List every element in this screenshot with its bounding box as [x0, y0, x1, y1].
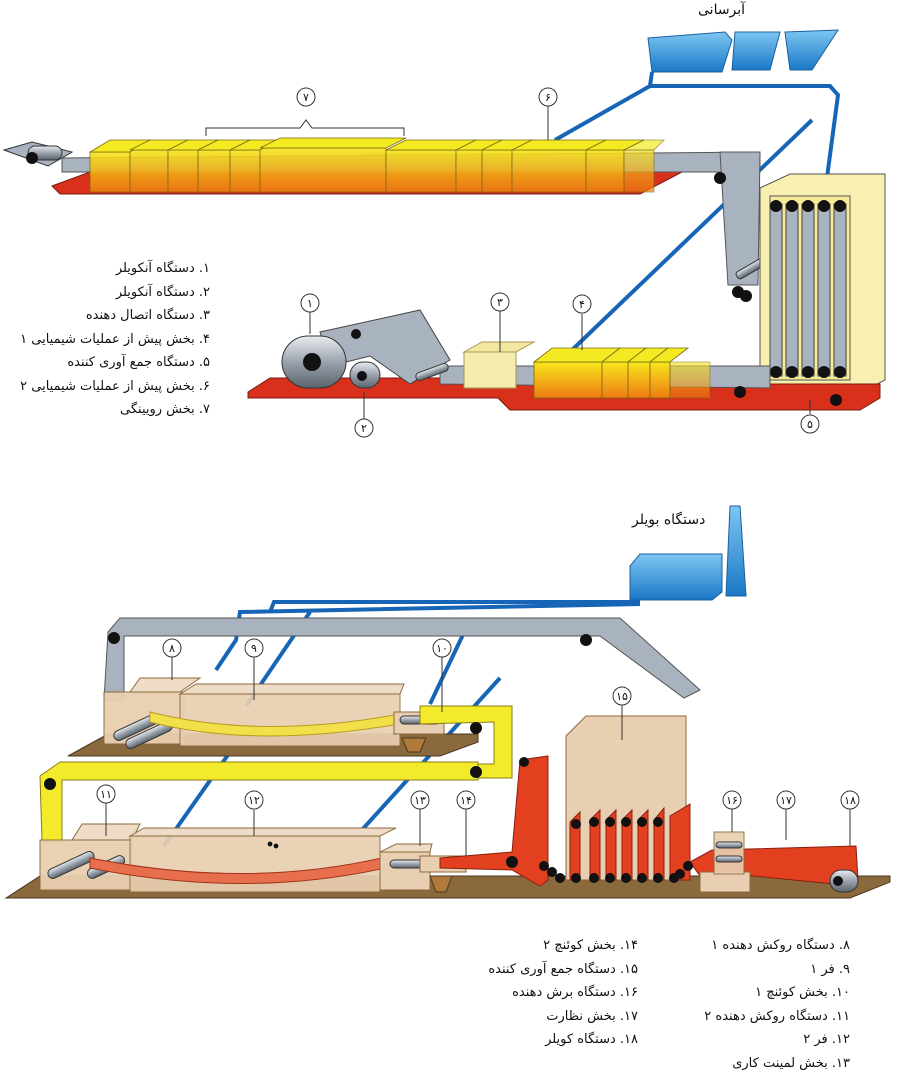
legend-item: ۴. بخش پیش از عملیات شیمیایی ۱: [20, 328, 210, 352]
water-unit-label: آبرسانی: [698, 2, 745, 18]
callout-8: ۸: [169, 642, 175, 655]
callout-3: ۳: [497, 296, 503, 309]
callout-1: ۱: [307, 297, 313, 310]
legend-item: ۱۲. فر ۲: [704, 1028, 850, 1052]
callout-12: ۱۲: [248, 794, 260, 807]
legend-item: ۵. دستگاه جمع آوری کننده: [20, 351, 210, 375]
callout-11: ۱۱: [100, 788, 112, 801]
boiler-unit-label: دستگاه بویلر: [632, 512, 705, 528]
legend-item: ۱۸. دستگاه کویلر: [488, 1028, 638, 1052]
legend-item: ۱۱. دستگاه روکش دهنده ۲: [704, 1005, 850, 1029]
bracket-7: [206, 120, 404, 136]
top-baths: [90, 138, 664, 192]
callout-6: ۶: [545, 91, 551, 104]
legend-item: ۱۳. بخش لمینت کاری: [704, 1052, 850, 1075]
legend-item: ۱. دستگاه آنکویلر: [20, 257, 210, 281]
callout-2: ۲: [361, 422, 367, 435]
legend-top: ۱. دستگاه آنکویلر ۲. دستگاه آنکویلر ۳. د…: [20, 257, 210, 422]
legend-item: ۱۰. بخش کوئنچ ۱: [704, 981, 850, 1005]
legend-item: ۶. بخش پیش از عملیات شیمیایی ۲: [20, 375, 210, 399]
strip-return: [714, 152, 765, 302]
callout-13: ۱۳: [414, 794, 426, 807]
legend-item: ۲. دستگاه آنکویلر: [20, 281, 210, 305]
legend-item: ۱۵. دستگاه جمع آوری کننده: [488, 958, 638, 982]
callout-7: ۷: [303, 91, 309, 104]
callout-9: ۹: [251, 642, 257, 655]
pretreatment-1-baths: [534, 348, 710, 398]
oven-2: [90, 828, 396, 892]
callout-4: ۴: [579, 298, 585, 311]
legend-item: ۷. بخش رویینگی: [20, 398, 210, 422]
callout-17: ۱۷: [780, 794, 792, 807]
accumulator-15: [539, 716, 690, 883]
callout-5: ۵: [807, 418, 813, 431]
water-supply-tanks: [648, 30, 838, 72]
legend-bottom-left: ۱۴. بخش کوئنچ ۲ ۱۵. دستگاه جمع آوری کنند…: [488, 934, 638, 1052]
accumulator-5: [760, 174, 885, 398]
callout-18: ۱۸: [844, 794, 856, 807]
legend-item: ۸. دستگاه روکش دهنده ۱: [704, 934, 850, 958]
legend-item: ۱۷. بخش نظارت: [488, 1005, 638, 1029]
legend-item: ۱۶. دستگاه برش دهنده: [488, 981, 638, 1005]
callout-14: ۱۴: [460, 794, 472, 807]
legend-bottom-right: ۸. دستگاه روکش دهنده ۱ ۹. فر ۱ ۱۰. بخش ک…: [704, 934, 850, 1075]
legend-item: ۱۴. بخش کوئنچ ۲: [488, 934, 638, 958]
legend-item: ۹. فر ۱: [704, 958, 850, 982]
oven-1: [150, 684, 410, 746]
uncoilers: [282, 310, 450, 388]
legend-item: ۳. دستگاه اتصال دهنده: [20, 304, 210, 328]
callout-10: ۱۰: [436, 642, 448, 655]
callout-16: ۱۶: [726, 794, 738, 807]
callout-15: ۱۵: [616, 690, 628, 703]
